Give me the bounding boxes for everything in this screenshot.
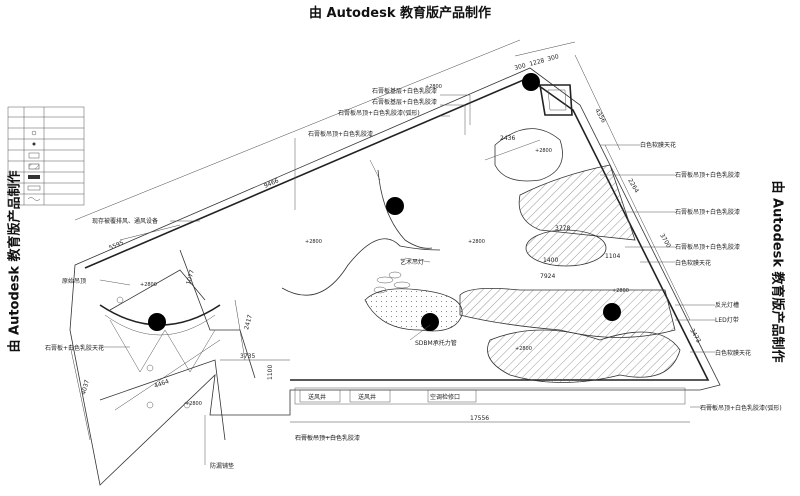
dim-2264: 2264: [626, 178, 640, 195]
dim-4356: 4356: [593, 108, 607, 125]
label-top-left: 石膏板吊顶+白色乳胶漆: [308, 130, 373, 138]
label-right-1: 白色软膜天花: [640, 141, 676, 149]
dim-4464: 4464: [153, 378, 170, 390]
label-right-9: 石膏板吊顶+白色乳胶漆(弧形): [700, 404, 782, 412]
height-tag: +2800: [305, 239, 322, 245]
dim-17556: 17556: [470, 415, 489, 422]
dim-1100: 1100: [267, 365, 274, 380]
label-box-2: 送风井: [358, 393, 376, 401]
label-right-2: 石膏板吊顶+白色乳胶漆: [675, 171, 740, 179]
height-tag: +2800: [468, 239, 485, 245]
label-right-4: 石膏板吊顶+白色乳胶漆: [675, 243, 740, 251]
height-tag: +2800: [185, 401, 202, 407]
label-top-1: 石膏板基层+白色乳胶漆: [372, 87, 437, 95]
dim-7924: 7924: [540, 273, 555, 280]
legend-table: [7, 106, 85, 206]
height-tag: +2800: [612, 288, 629, 294]
height-tag: +2800: [140, 282, 157, 288]
dim-2436: 2436: [500, 135, 515, 142]
central-ceiling: [281, 159, 463, 332]
label-bottom-gypsum: 石膏板吊顶+白色乳胶漆: [295, 434, 360, 442]
watermark-top: 由 Autodesk 教育版产品制作: [308, 6, 492, 21]
marker-2: [386, 197, 404, 215]
label-right-7: LED灯带: [715, 316, 739, 324]
label-pole: SDBM承托力管: [415, 339, 457, 347]
dim-300-a: 300: [514, 62, 527, 72]
height-tag: +2800: [425, 84, 442, 90]
label-vent: 现存被覆排风、通风设备: [92, 217, 158, 225]
dim-1104: 1104: [605, 253, 620, 260]
dim-5595: 5595: [108, 239, 125, 251]
marker-1: [522, 73, 540, 91]
label-bottom-note: 防漏铺垫: [210, 462, 234, 470]
marker-5: [603, 303, 621, 321]
height-tag: +2800: [535, 148, 552, 154]
dim-4037: 4037: [80, 379, 91, 396]
label-right-8: 白色软膜天花: [715, 349, 751, 357]
label-left-2: 石膏板+白色乳胶天花: [45, 344, 104, 352]
markers: [148, 73, 621, 331]
dim-1077: 1077: [185, 269, 196, 286]
label-box-1: 送风井: [308, 393, 326, 401]
dim-1228: 1228: [529, 57, 546, 68]
building-outline: [69, 67, 721, 486]
dimension-lines: [69, 39, 691, 441]
annotation-labels: 石膏板基层+白色乳胶漆 石膏板基层+白色乳胶漆 石膏板吊顶+白色乳胶漆(弧形) …: [45, 87, 782, 470]
dim-300-b: 300: [547, 53, 560, 63]
label-left-1: 原始吊顶: [62, 277, 86, 285]
label-art: 艺术吊灯: [400, 258, 424, 266]
label-top-2: 石膏板基层+白色乳胶漆: [372, 98, 437, 106]
label-box-3: 空调检修口: [430, 393, 460, 401]
label-right-6: 反光灯槽: [715, 301, 739, 309]
height-tag: +2800: [515, 346, 532, 352]
dim-3473: 3473: [688, 328, 702, 345]
label-right-5: 白色软膜天花: [675, 259, 711, 267]
height-tags: +2800 +2800 +2800 +2800 +2800 +2800 +280…: [140, 84, 629, 407]
dim-3778: 3778: [555, 225, 570, 232]
label-top-3: 石膏板吊顶+白色乳胶漆(弧形): [338, 109, 420, 117]
marker-4: [421, 313, 439, 331]
marker-3: [148, 313, 166, 331]
dim-3735: 3735: [240, 353, 255, 360]
dim-2417: 2417: [243, 314, 254, 331]
bottom-boxes: [294, 387, 686, 405]
dim-1400: 1400: [543, 257, 558, 264]
leader-lines: [99, 94, 715, 465]
right-zone: [459, 84, 681, 383]
label-right-3: 石膏板吊顶+白色乳胶漆: [675, 208, 740, 216]
